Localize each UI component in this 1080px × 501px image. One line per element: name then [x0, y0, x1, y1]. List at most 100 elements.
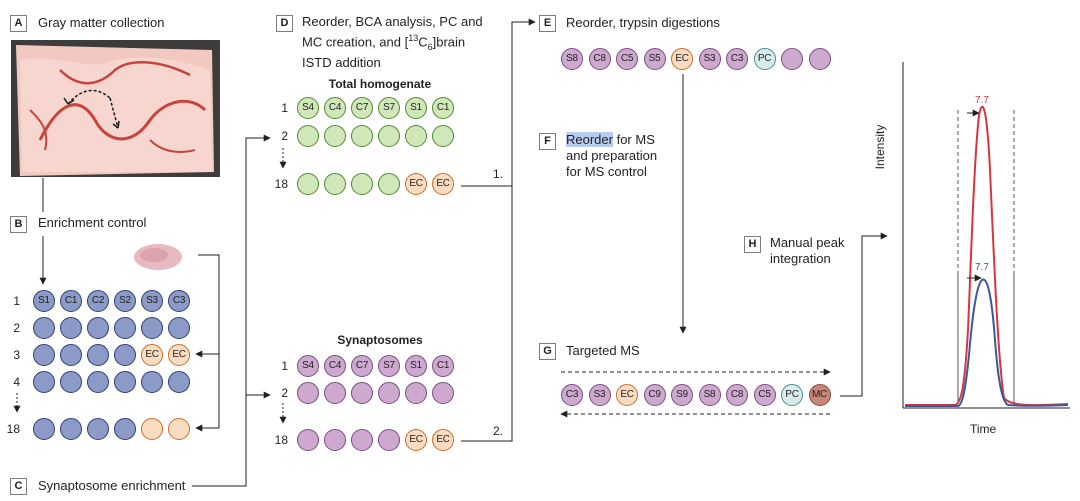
panel-h-line2: integration: [770, 251, 831, 266]
synaptosome-well: C7: [351, 355, 373, 377]
synaptosome-well: [324, 382, 346, 404]
panel-f-line2: and preparation: [566, 148, 658, 163]
digestion-well: [808, 48, 831, 70]
ms-sample-well: S9: [671, 384, 693, 406]
synapt-row-label: 1: [281, 359, 288, 373]
panel-c-letter: C: [10, 478, 27, 495]
enrichment-control-well: EC: [616, 384, 638, 406]
total-homogenate-well: C1: [432, 97, 454, 119]
plate-b-row-label: 1: [13, 294, 20, 308]
total-homogenate-well: [378, 125, 400, 147]
total-row-label: 18: [274, 177, 288, 191]
enrichment-control-well: EC: [432, 429, 454, 451]
synaptosome-well: S1: [405, 355, 427, 377]
panel-d-title-line3: ISTD addition: [302, 54, 381, 70]
total-homogenate-well: [324, 173, 346, 195]
sample-well: C1: [60, 290, 82, 312]
panel-d-title-line1: Reorder, BCA analysis, PC and: [302, 14, 483, 29]
total-homogenate-title: Total homogenate: [328, 77, 432, 91]
total-homogenate-well: S7: [378, 97, 400, 119]
sample-well: [141, 317, 163, 339]
total-arrow-label: 1.: [493, 167, 504, 181]
digestion-well: S3: [698, 48, 721, 70]
ms-sample-well: C8: [726, 384, 748, 406]
total-homogenate-well: [432, 125, 454, 147]
panel-h-title: Manual peak integration: [770, 235, 870, 267]
red-trace: [905, 105, 1069, 407]
total-homogenate-well: S1: [405, 97, 427, 119]
ms-sample-well: S8: [698, 384, 721, 406]
enrichment-control-well: [141, 418, 163, 440]
sample-well: S3: [141, 290, 163, 312]
sample-well: [114, 371, 136, 393]
sample-well: [87, 344, 109, 366]
process-control-well: PC: [753, 48, 776, 70]
synaptosome-well: [405, 382, 427, 404]
synaptosome-well: [351, 429, 373, 451]
synaptosome-well: [351, 382, 373, 404]
y-axis-label: Intensity: [873, 124, 887, 170]
digestion-well: C3: [726, 48, 748, 70]
total-homogenate-well: [297, 125, 319, 147]
plate-b-row-label: 2: [13, 321, 20, 335]
digestion-well: [781, 48, 803, 70]
ms-sample-well: S3: [588, 384, 611, 406]
total-homogenate-well: S4: [297, 97, 319, 119]
panel-e-letter: E: [539, 15, 556, 32]
sample-well: [87, 371, 109, 393]
synaptosome-well: C4: [324, 355, 346, 377]
panel-c-title: Synaptosome enrichment: [38, 478, 186, 493]
total-homogenate-well: C7: [351, 97, 373, 119]
c-to-total-arrow: [192, 134, 271, 487]
panel-f-line1: Reorder for MS: [566, 132, 686, 148]
plate-b-row-label: 4: [13, 375, 20, 389]
sample-well: [33, 344, 55, 366]
ms-sample-well: C9: [643, 384, 666, 406]
panel-b-letter: B: [10, 216, 27, 233]
total-to-e-arrow: [461, 18, 536, 187]
total-row-label: 2: [281, 129, 288, 143]
panel-f-line1-rest: for MS: [612, 132, 655, 147]
panel-g-title: Targeted MS: [566, 343, 640, 358]
synaptosome-well: S4: [297, 355, 319, 377]
sample-well: [114, 418, 136, 440]
synaptosome-well: [432, 382, 454, 404]
red-peak-label: 7.7: [975, 95, 989, 106]
panel-d-title-end: ]brain: [432, 34, 466, 50]
total-homogenate-well: [405, 125, 427, 147]
sample-well: [60, 344, 82, 366]
sample-well: [168, 317, 190, 339]
sample-well: C3: [168, 290, 190, 312]
sample-well: [114, 317, 136, 339]
panel-g-letter: G: [539, 343, 556, 360]
synapt-row-label: 2: [281, 386, 288, 400]
panel-d-title-sup: 13: [408, 33, 419, 43]
enrichment-control-well: EC: [671, 48, 693, 70]
enrichment-control-well: EC: [405, 173, 427, 195]
synapt-arrow-label: 2.: [493, 424, 504, 438]
ms-sample-well: C5: [753, 384, 776, 406]
panel-f-line3: for MS control: [566, 164, 647, 179]
enrichment-control-well: EC: [141, 344, 163, 366]
panel-f-highlight: Reorder: [566, 132, 613, 147]
blue-trace: [905, 278, 1069, 407]
sample-well: [60, 317, 82, 339]
blue-peak-label: 7.7: [975, 262, 989, 273]
panel-b-title: Enrichment control: [38, 215, 147, 230]
enrichment-control-well: EC: [405, 429, 427, 451]
digestion-well: C8: [588, 48, 611, 70]
panel-h-line1: Manual peak: [770, 235, 845, 250]
synaptosome-well: [378, 382, 400, 404]
sample-well: [141, 371, 163, 393]
panel-e-title: Reorder, trypsin digestions: [566, 15, 720, 30]
sample-well: [60, 418, 82, 440]
total-row-label: 1: [281, 101, 288, 115]
sample-well: [87, 317, 109, 339]
sample-well: S2: [114, 290, 136, 312]
sample-well: [33, 418, 55, 440]
total-homogenate-well: [351, 125, 373, 147]
digestion-well: C5: [616, 48, 638, 70]
panel-f-title: Reorder for MS and preparation for MS co…: [566, 132, 686, 180]
synaptosome-well: [378, 429, 400, 451]
